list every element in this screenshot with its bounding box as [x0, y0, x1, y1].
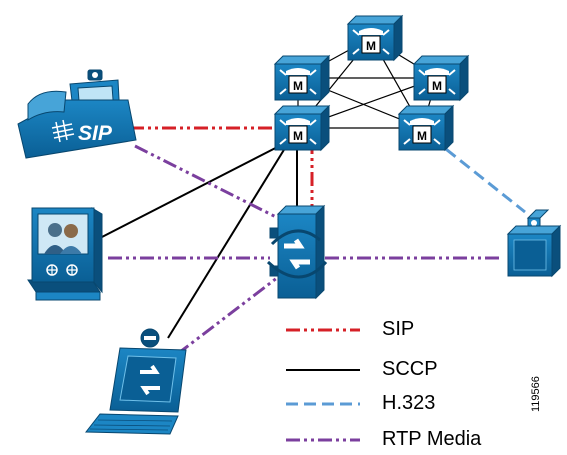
call-manager-label: M — [293, 79, 303, 93]
h323-video-endpoint-icon — [506, 209, 562, 278]
sip-phone-label: SIP — [78, 122, 113, 145]
sip-video-phone-icon: SIP — [17, 69, 137, 159]
call-manager-left: M — [274, 55, 330, 101]
legend-sccp-label: SCCP — [382, 358, 438, 380]
sccp-links — [99, 137, 298, 339]
gateway-icon — [266, 204, 328, 300]
figure-id: 119566 — [530, 376, 542, 412]
laptop-icon — [84, 328, 187, 435]
call-manager-label: M — [293, 129, 303, 143]
call-manager-right: M — [413, 55, 469, 101]
rtp-links — [108, 144, 502, 354]
call-manager-bottom-right: M — [398, 105, 454, 151]
call-manager-top: M — [347, 15, 403, 61]
legend-sip-label: SIP — [382, 318, 415, 340]
call-manager-label: M — [366, 39, 376, 53]
legend-h323-label: H.323 — [382, 392, 436, 414]
h323-link — [431, 136, 526, 214]
legend-rtp-label: RTP Media — [382, 428, 482, 450]
legend-lines — [286, 328, 360, 442]
call-manager-label: M — [417, 129, 427, 143]
video-terminal-icon — [27, 207, 103, 301]
call-manager-center: M — [274, 105, 330, 151]
call-manager-label: M — [432, 79, 442, 93]
